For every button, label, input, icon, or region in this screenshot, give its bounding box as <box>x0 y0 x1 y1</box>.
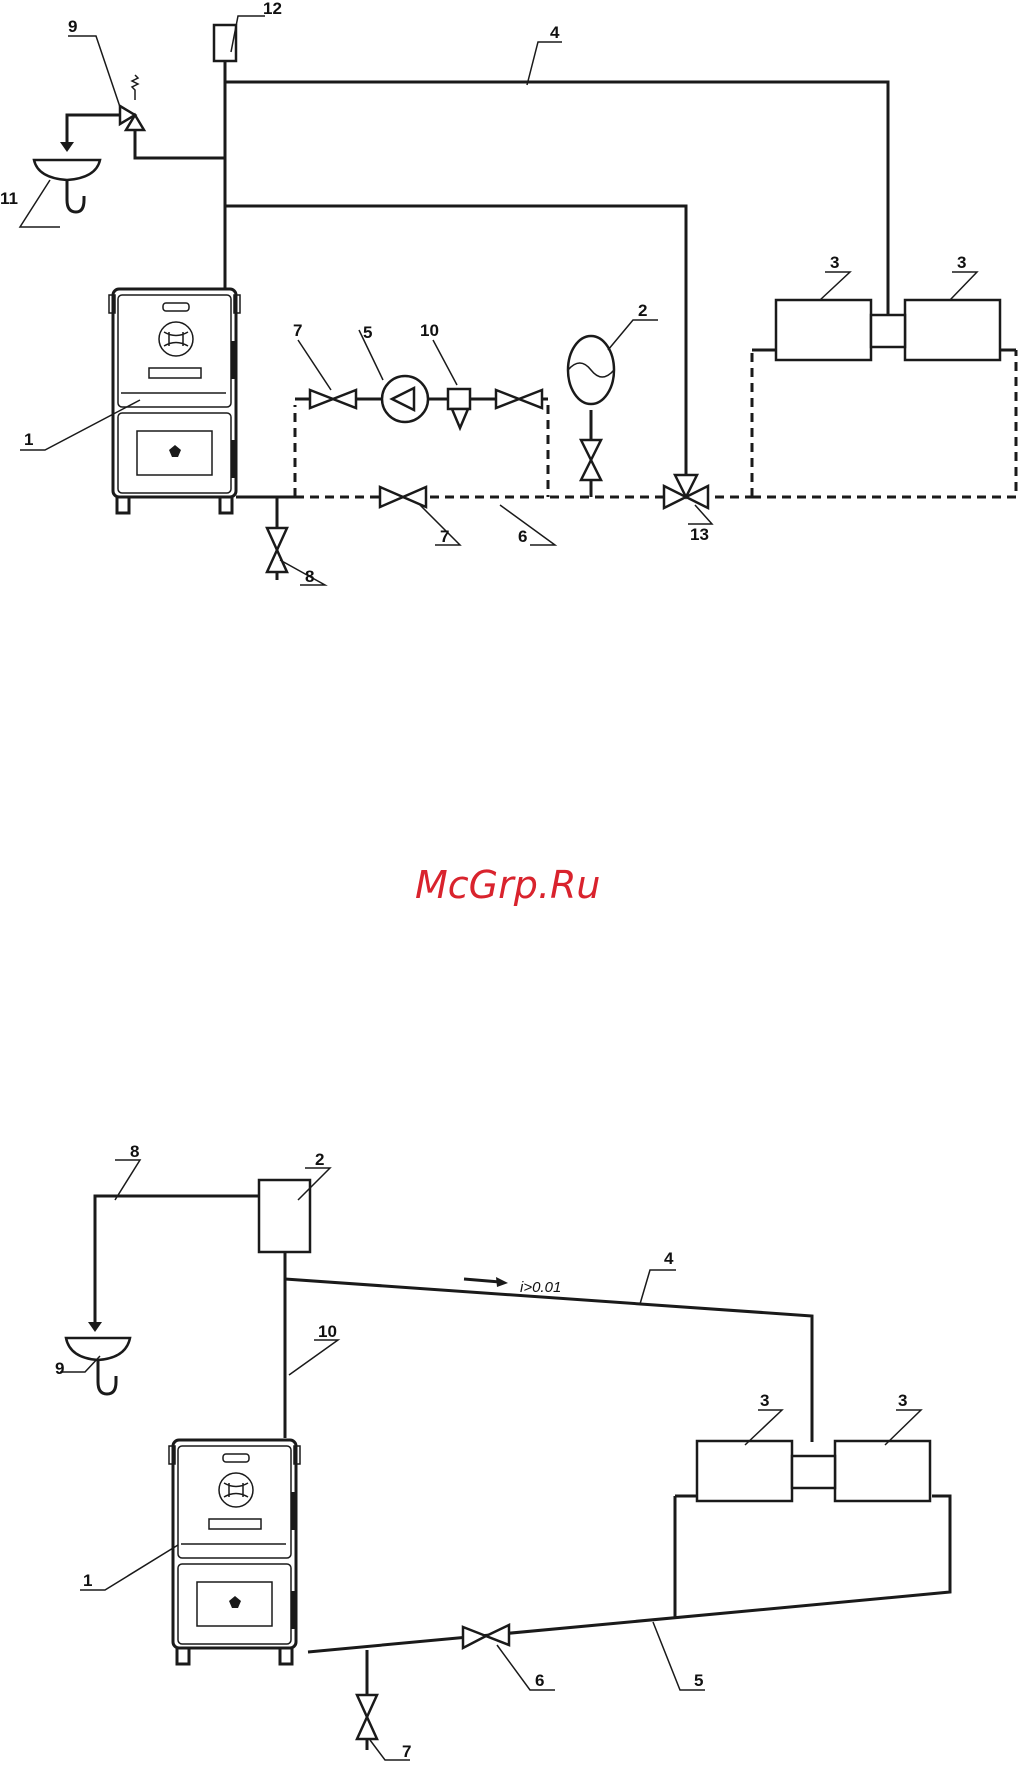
slope-arrowhead <box>496 1277 508 1287</box>
label-valve-pump-left: 7 <box>293 321 302 340</box>
overflow-pipe <box>95 1196 259 1330</box>
watermark: McGrp.Ru <box>415 863 600 907</box>
supply-pipe-main <box>225 60 888 315</box>
label-safety-valve: 9 <box>68 17 77 36</box>
drain-valve <box>267 528 287 572</box>
label-drain-valve: 7 <box>402 1742 411 1761</box>
radiator-coupling <box>871 315 905 347</box>
radiator-right <box>835 1441 930 1501</box>
drain-valve <box>357 1695 377 1739</box>
label-air-vent: 12 <box>263 0 282 18</box>
expansion-tank <box>568 336 614 404</box>
diagram-1: 1 2 3 3 4 5 6 7 7 8 9 10 11 12 13 <box>0 0 1016 586</box>
label-riser: 10 <box>318 1322 337 1341</box>
radiator-right <box>905 300 1000 360</box>
label-boiler: 1 <box>83 1571 92 1590</box>
supply-pipe-to-valve <box>225 206 686 482</box>
return-pipe-right <box>752 350 1016 497</box>
label-radiator-left: 3 <box>830 253 839 272</box>
valve-pump-branch <box>310 390 356 408</box>
label-radiator-right: 3 <box>957 253 966 272</box>
safety-branch-pipe <box>135 130 225 158</box>
tank-valve <box>581 440 601 480</box>
valve-filter-branch <box>496 390 542 408</box>
three-way-valve <box>664 475 708 508</box>
label-supply-pipe: 4 <box>664 1249 674 1268</box>
label-filter: 10 <box>420 321 439 340</box>
label-radiator-left: 3 <box>760 1391 769 1410</box>
label-supply-pipe: 4 <box>550 23 560 42</box>
label-return-pipe: 6 <box>518 527 527 546</box>
label-expansion-tank: 2 <box>638 301 647 320</box>
boiler <box>169 1440 300 1664</box>
slope-note: i>0.01 <box>520 1279 561 1296</box>
label-funnel: 9 <box>55 1359 64 1378</box>
drain-funnel <box>34 142 100 212</box>
expansion-tank <box>259 1180 310 1252</box>
diagram-2: i>0.01 <box>55 1142 950 1761</box>
slope-arrow <box>464 1279 500 1282</box>
radiator-left <box>697 1441 792 1501</box>
label-drain-valve: 8 <box>305 567 314 586</box>
label-valve-bypass: 7 <box>440 527 449 546</box>
label-funnel: 11 <box>0 189 18 208</box>
safety-outlet-pipe <box>67 115 120 150</box>
mesh-filter <box>448 389 470 428</box>
return-pipe <box>308 1496 950 1652</box>
safety-valve <box>120 75 144 130</box>
valve-bypass <box>380 487 426 507</box>
label-overflow-pipe: 8 <box>130 1142 139 1161</box>
label-expansion-tank: 2 <box>315 1150 324 1169</box>
label-return-pipe: 5 <box>694 1671 703 1690</box>
return-valve <box>463 1625 509 1648</box>
supply-pipe <box>285 1279 812 1442</box>
boiler <box>109 289 240 513</box>
label-radiator-right: 3 <box>898 1391 907 1410</box>
label-pump: 5 <box>363 323 372 342</box>
circulation-pump <box>382 376 428 422</box>
radiator-left <box>776 300 871 360</box>
label-valve: 6 <box>535 1671 544 1690</box>
radiator-coupling <box>792 1456 835 1488</box>
label-three-way-valve: 13 <box>690 525 709 544</box>
label-boiler: 1 <box>24 430 33 449</box>
